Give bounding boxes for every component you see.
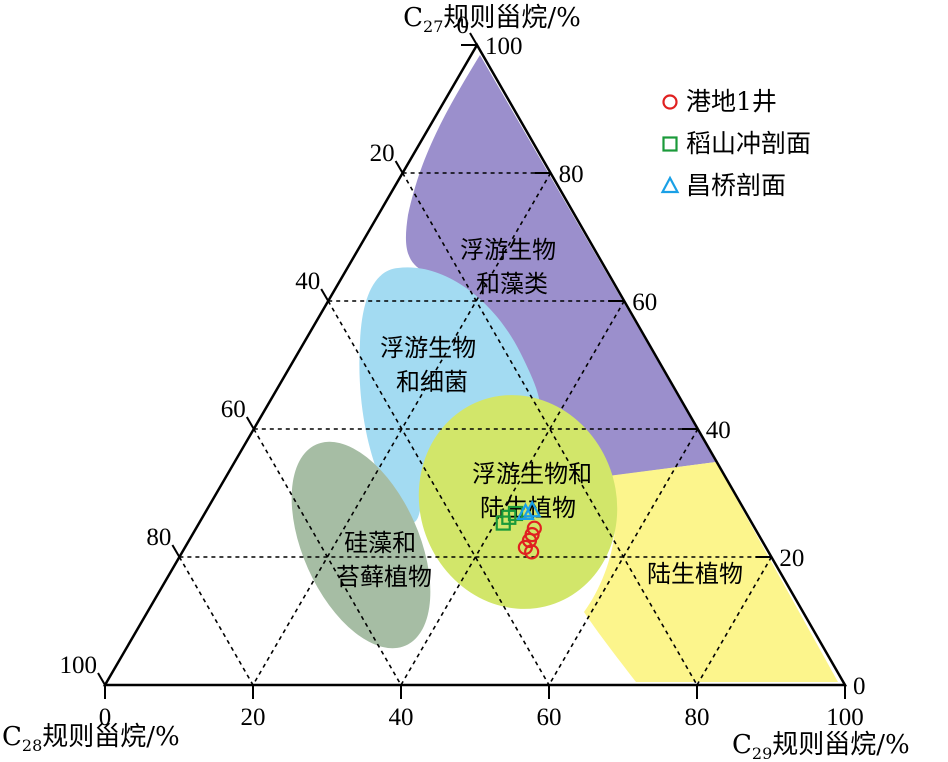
legend-triangle-icon	[660, 175, 680, 194]
tick-left-0-label: 0	[457, 12, 470, 39]
tick-bottom-40-label: 40	[389, 704, 414, 731]
grid-c28-80	[178, 556, 254, 686]
tick-left-20-label: 20	[370, 140, 395, 167]
grid-c29-80	[696, 556, 773, 686]
tick-left-40-label: 40	[295, 268, 320, 295]
triangle-frame	[102, 42, 848, 687]
tick-left-100-label: 100	[60, 652, 98, 679]
tick-right-20-label: 20	[779, 545, 804, 572]
grid-lines	[178, 172, 773, 686]
tick-left-20-mark	[394, 160, 404, 174]
region-labels: 浮游生物 和藻类 浮游生物 和细菌 硅藻和 苔藓植物 陆生植物 浮游生物和 陆生…	[336, 236, 743, 591]
tick-left-60-label: 60	[221, 396, 246, 423]
axis-titles: C27规则甾烷/% C28规则甾烷/% C29规则甾烷/%	[2, 3, 910, 762]
tick-right-80-label: 80	[559, 161, 584, 188]
tick-right-0-label: 0	[853, 673, 866, 700]
region-label-terrestrial-plants: 陆生植物	[647, 560, 743, 588]
axis-title-c29: C29规则甾烷/%	[732, 730, 910, 762]
tick-bottom-20-label: 20	[241, 704, 266, 731]
data-markers	[495, 499, 542, 560]
legend-circle-icon	[662, 94, 678, 110]
tick-right-60-label: 60	[632, 289, 657, 316]
tick-right-40-label: 40	[706, 417, 731, 444]
data-point-circle-3	[524, 526, 540, 543]
legend-label-triangle: 昌桥剖面	[686, 171, 786, 200]
region-plankton-bacteria	[359, 267, 540, 524]
region-label-plankton-algae: 浮游生物 和藻类	[460, 236, 564, 298]
tick-bottom-100-label: 100	[826, 704, 864, 731]
legend-square-icon	[662, 136, 678, 152]
grid-c28-60	[253, 428, 402, 686]
axis-title-c28: C28规则甾烷/%	[2, 722, 180, 755]
grid-c29-40	[400, 300, 625, 686]
data-point-circle-4	[526, 520, 542, 536]
legend-label-circle: 港地1井	[686, 87, 777, 116]
axis-title-c27: C27规则甾烷/%	[403, 3, 581, 36]
grid-c29-60	[548, 428, 699, 686]
tick-left-100-mark	[97, 672, 106, 686]
tick-left-0-mark	[469, 32, 478, 46]
tick-bottom-0-label: 0	[99, 704, 112, 731]
data-point-triangle-1	[522, 499, 542, 518]
region-terrestrial-plants	[584, 462, 838, 682]
tick-left-60-mark	[245, 416, 255, 430]
region-plankton-algae	[405, 55, 716, 476]
region-label-plankton-bacteria: 浮游生物 和细菌	[380, 334, 484, 396]
tick-bottom-80-label: 80	[685, 704, 710, 731]
region-plankton-terrestrial	[418, 395, 618, 609]
tick-left-40-mark	[320, 288, 330, 302]
tick-right-100-label: 100	[485, 33, 523, 60]
data-point-triangle-0	[516, 502, 535, 520]
grid-c28-20	[401, 172, 698, 686]
triangle-outline	[102, 42, 848, 687]
tick-bottom-60-label: 60	[537, 704, 562, 731]
tick-left-80-label: 80	[146, 524, 171, 551]
region-label-plankton-terrestrial: 浮游生物和 陆生植物	[472, 460, 600, 522]
tick-left-80-mark	[171, 544, 181, 558]
regions	[291, 55, 838, 682]
region-label-diatom-moss: 硅藻和 苔藓植物	[336, 529, 432, 591]
region-diatom-moss	[291, 441, 431, 649]
grid-c28-40	[327, 300, 550, 686]
legend-label-square: 稻山冲剖面	[686, 129, 811, 158]
